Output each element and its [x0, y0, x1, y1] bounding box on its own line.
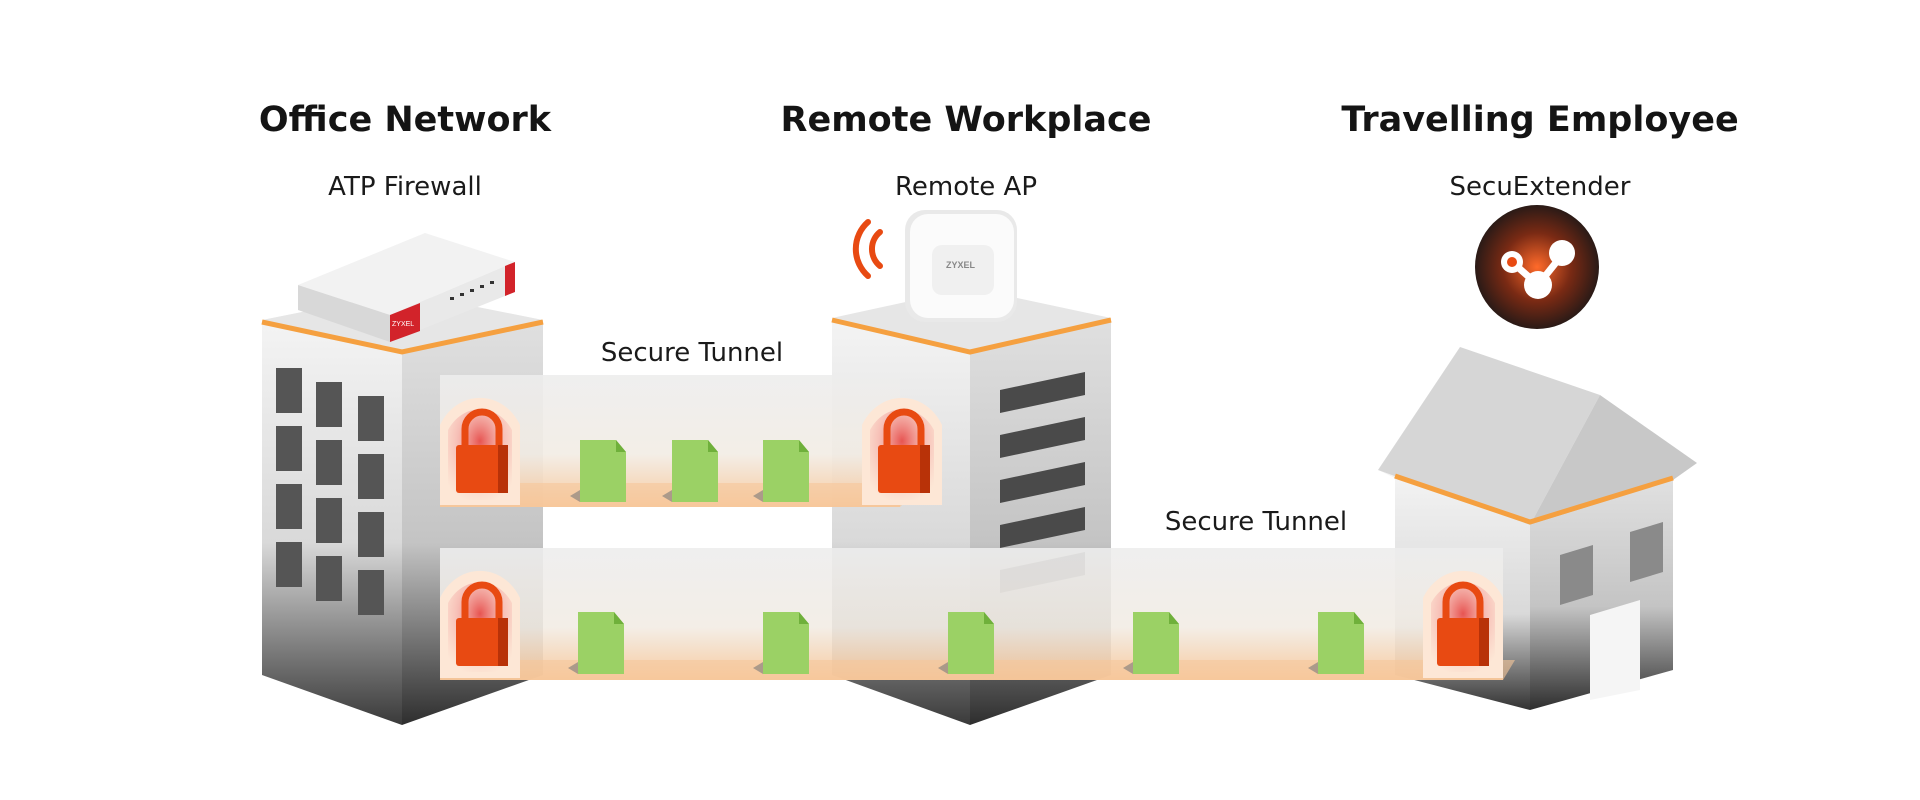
firewall-device-icon: ZYXEL: [298, 233, 515, 342]
ap-brand-label: ZYXEL: [946, 260, 976, 270]
atp-firewall-label: ATP Firewall: [328, 172, 482, 202]
wifi-signal-icon: [852, 219, 883, 279]
travelling-employee-heading: Travelling Employee: [1341, 100, 1739, 140]
secuextender-label: SecuExtender: [1449, 172, 1631, 202]
office-network-heading: Office Network: [258, 100, 552, 140]
secuextender-icon: [1475, 205, 1599, 329]
remote-workplace-heading: Remote Workplace: [780, 100, 1152, 140]
firewall-brand-label: ZYXEL: [392, 321, 414, 328]
access-point-icon: ZYXEL: [905, 210, 1017, 322]
lock-arch-office-bottom: [440, 570, 520, 678]
lock-arch-office-top: [440, 397, 520, 505]
secure-tunnel-2-label: Secure Tunnel: [1164, 507, 1348, 537]
secure-tunnel-1-label: Secure Tunnel: [600, 338, 784, 368]
remote-ap-label: Remote AP: [894, 172, 1038, 202]
tunnel-1-documents: [570, 440, 809, 502]
lock-arch-house: [1423, 570, 1503, 678]
lock-arch-remote: [862, 397, 942, 505]
